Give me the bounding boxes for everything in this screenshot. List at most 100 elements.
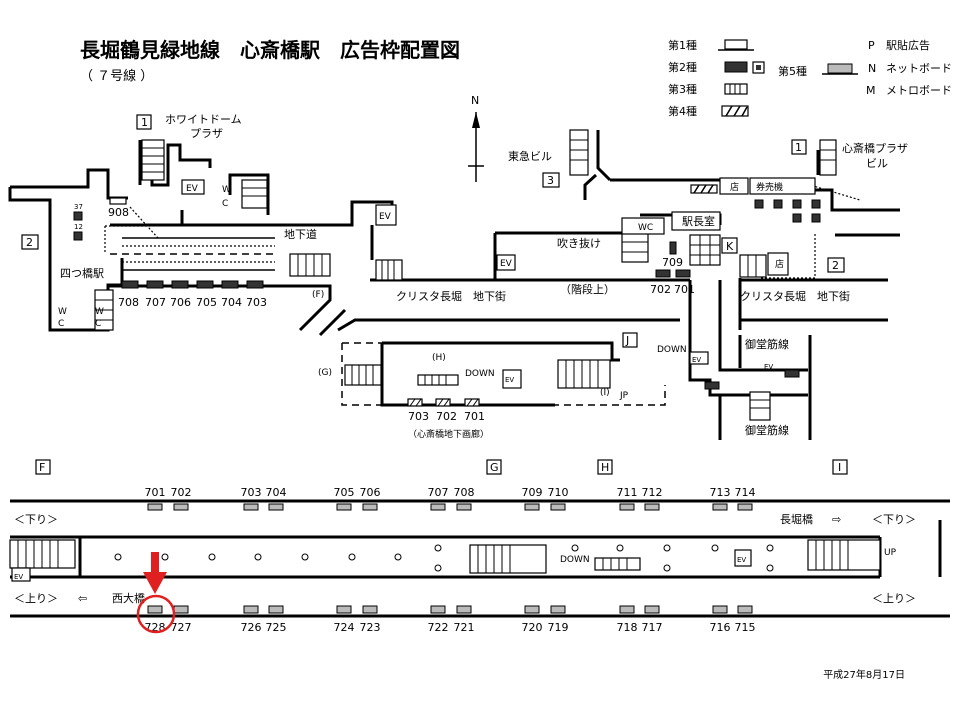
shop-label: 店 bbox=[775, 258, 784, 270]
highlight-marker bbox=[136, 552, 176, 634]
exit-1-left: 1 bbox=[141, 116, 148, 129]
ad-frame bbox=[243, 605, 259, 614]
ad-frame bbox=[619, 503, 635, 511]
midosuji-line-label: 御堂筋線 bbox=[745, 423, 789, 437]
wc-w: W bbox=[222, 185, 231, 195]
down-right-label: ＜下り＞ bbox=[872, 513, 916, 526]
legend-type3-label: 第3種 bbox=[668, 82, 697, 96]
shinsaibashi-plaza-label: 心斎橋プラザ bbox=[842, 141, 908, 155]
section-f: F bbox=[39, 461, 45, 474]
ad-label: 704 bbox=[221, 296, 242, 309]
legend-m-label: メトロボード bbox=[886, 84, 952, 97]
legend: 第1種 第2種 第3種 第4種 第5種 P 駅貼広告 N ネットボード M メト… bbox=[668, 38, 952, 118]
ad-frame bbox=[737, 503, 753, 511]
ad-frame bbox=[430, 503, 446, 511]
ad-number: 724 bbox=[334, 621, 355, 634]
gallery-area bbox=[341, 341, 666, 407]
legend-n-label: ネットボード bbox=[886, 62, 952, 75]
ev-label: EV bbox=[379, 212, 392, 222]
ad-frame bbox=[712, 605, 728, 614]
ad-number: 721 bbox=[454, 621, 475, 634]
ad-label: 705 bbox=[196, 296, 217, 309]
pillar-12-label: 12 bbox=[74, 223, 83, 231]
up-right-label: ＜上り＞ bbox=[872, 592, 916, 605]
ad-label: 702 bbox=[436, 410, 457, 423]
ad-frame bbox=[644, 503, 660, 511]
nagahoribashi-label: 長堀橋 bbox=[780, 512, 813, 526]
ad-number: 723 bbox=[360, 621, 381, 634]
building-label: ビル bbox=[866, 157, 888, 170]
ad-frame bbox=[619, 605, 635, 614]
ad-number: 719 bbox=[548, 621, 569, 634]
ad-frame bbox=[147, 503, 163, 511]
ad-number: 715 bbox=[735, 621, 756, 634]
legend-type4-label: 第4種 bbox=[668, 104, 697, 118]
ad-frame bbox=[712, 503, 728, 511]
ad-number: 701 bbox=[145, 486, 166, 499]
exit-2-right: 2 bbox=[832, 259, 839, 272]
nishiohashi-label: 西大橋 bbox=[112, 591, 145, 605]
legend-m-mark: M bbox=[866, 84, 876, 97]
ad-frame bbox=[737, 605, 753, 614]
legend-p-label: 駅貼広告 bbox=[886, 38, 930, 52]
station-office-label: 駅長室 bbox=[682, 214, 715, 228]
ad-frame bbox=[147, 605, 163, 614]
ads-708-703: 708 707 706 705 704 703 bbox=[118, 280, 267, 309]
ad-number: 727 bbox=[171, 621, 192, 634]
type4-ad-icon bbox=[721, 105, 749, 117]
ad-number: 717 bbox=[642, 621, 663, 634]
ad-frame bbox=[173, 605, 189, 614]
ad-label: 703 bbox=[246, 296, 267, 309]
jp-label: JP bbox=[619, 391, 629, 401]
ev-label: EV bbox=[737, 556, 746, 564]
crysta-right-label: クリスタ長堀 地下街 bbox=[740, 289, 850, 303]
ad-number: 708 bbox=[454, 486, 475, 499]
ad-frame bbox=[268, 605, 284, 614]
marker-i: (Ⅰ) bbox=[600, 388, 610, 398]
ticket-machines-label: 券売機 bbox=[756, 181, 783, 193]
ad-frame bbox=[456, 605, 472, 614]
ev-label: EV bbox=[500, 259, 513, 269]
legend-p-mark: P bbox=[868, 39, 875, 52]
wc-w: W bbox=[58, 307, 67, 317]
down-label: DOWN bbox=[465, 369, 495, 379]
ad-label: 702 bbox=[650, 283, 671, 296]
tokyu-building-label: 東急ビル bbox=[508, 149, 552, 163]
exit-2-left: 2 bbox=[26, 236, 33, 249]
down-label: DOWN bbox=[657, 345, 687, 355]
down-left-label: ＜下り＞ bbox=[14, 513, 58, 526]
page-title: 長堀鶴見緑地線 心斎橋駅 広告枠配置図 bbox=[80, 38, 460, 62]
marker-k: K bbox=[726, 240, 734, 253]
ad-frame bbox=[644, 605, 660, 614]
section-g: G bbox=[490, 461, 499, 474]
stairs-up-label: （階段上） bbox=[560, 282, 615, 296]
ad-frame bbox=[430, 605, 446, 614]
type5-ad-icon bbox=[827, 63, 853, 74]
ad-number: 718 bbox=[617, 621, 638, 634]
stairs-icons bbox=[94, 129, 837, 421]
exit-1-left-badge bbox=[136, 114, 152, 130]
crysta-left-label: クリスタ長堀 地下街 bbox=[396, 289, 506, 303]
white-dome-label: ホワイトドーム bbox=[165, 113, 242, 126]
ad-frame bbox=[456, 503, 472, 511]
ad-number: 706 bbox=[360, 486, 381, 499]
left-arrow-icon: ⇦ bbox=[78, 592, 87, 605]
marker-f: (F) bbox=[312, 290, 324, 300]
ad-frame bbox=[336, 605, 352, 614]
ad-frame bbox=[550, 503, 566, 511]
ev-label: EV bbox=[505, 376, 514, 384]
ad-label: 703 bbox=[408, 410, 429, 423]
ad-label: 701 bbox=[674, 283, 695, 296]
marker-j: J bbox=[625, 334, 629, 347]
ad-frame bbox=[336, 503, 352, 511]
down-label: DOWN bbox=[560, 555, 590, 565]
ad-number: 702 bbox=[171, 486, 192, 499]
shop-label: 店 bbox=[730, 181, 739, 193]
ad-number: 705 bbox=[334, 486, 355, 499]
marker-g: (G) bbox=[318, 368, 332, 378]
ad-label: 707 bbox=[145, 296, 166, 309]
ad-number: 711 bbox=[617, 486, 638, 499]
